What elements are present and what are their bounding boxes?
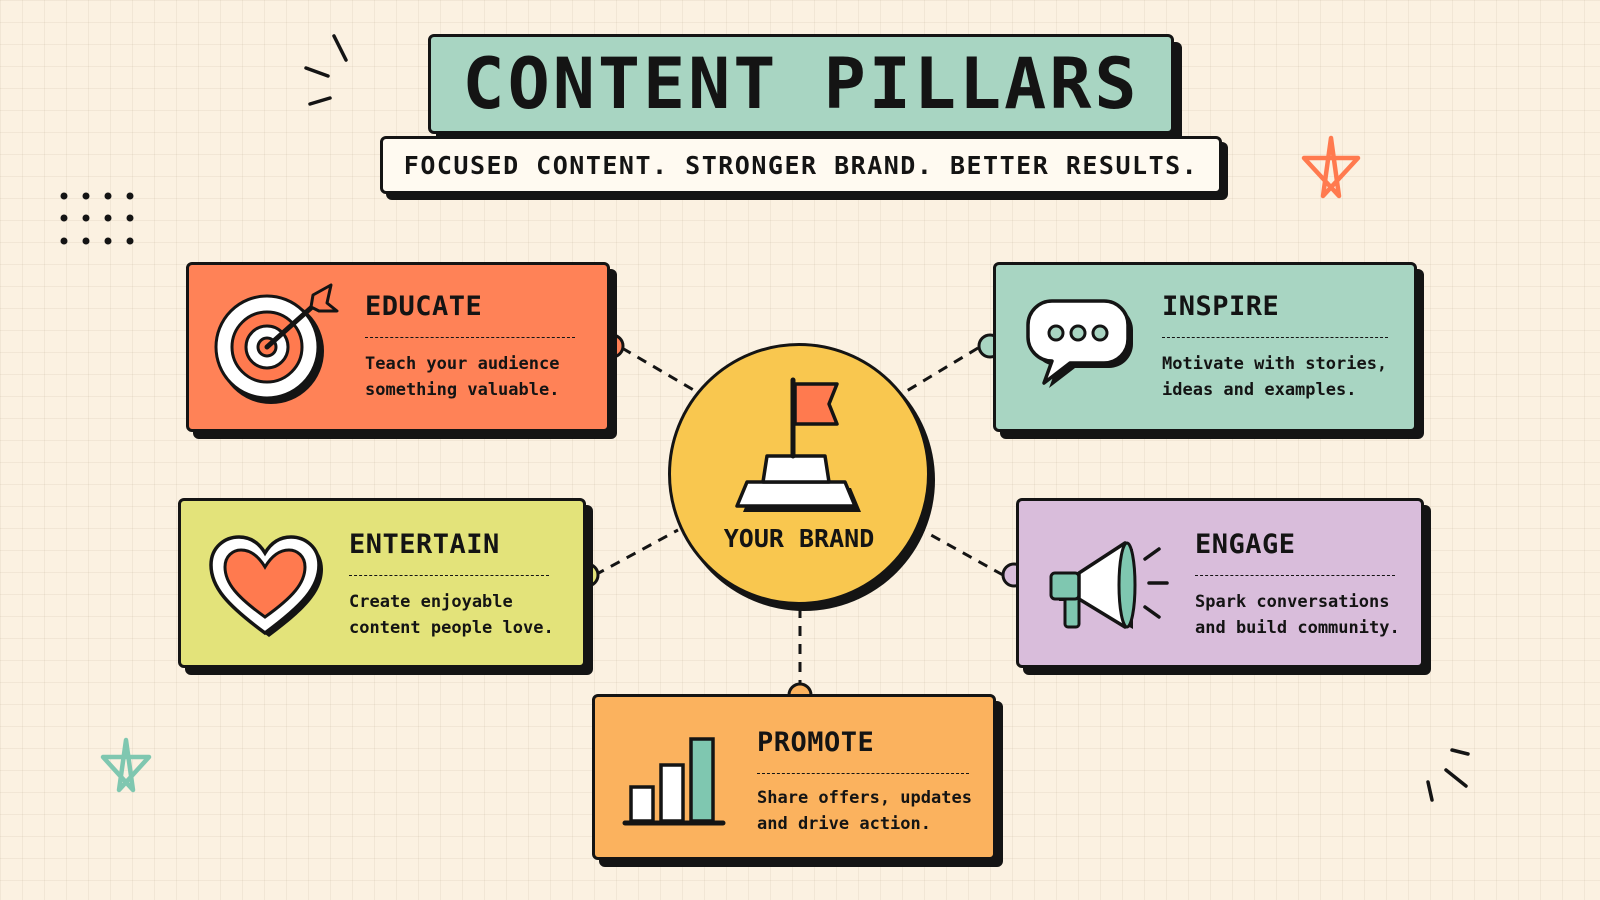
- star-teal-icon: [100, 737, 152, 793]
- megaphone-icon: [1049, 541, 1169, 629]
- sparkle-lines-bottom-right-icon: [1426, 748, 1470, 802]
- pillar-card-promote: PROMOTE Share offers, updates and drive …: [592, 694, 996, 860]
- page-title: CONTENT PILLARS: [462, 43, 1140, 125]
- brand-hub-circle: YOUR BRAND: [668, 343, 930, 605]
- pillar-card-inspire: INSPIRE Motivate with stories, ideas and…: [993, 262, 1417, 432]
- pillar-description-line-1: Create enjoyable: [349, 592, 513, 612]
- pillar-title: ENTERTAIN: [349, 529, 500, 560]
- pillar-divider: [757, 773, 969, 774]
- pillar-description-line-2: something valuable.: [365, 380, 560, 400]
- pillar-description-line-1: Share offers, updates: [757, 788, 972, 808]
- dot-grid-icon: [60, 192, 134, 245]
- bar-chart-icon: [622, 737, 726, 826]
- pillar-divider: [1162, 337, 1388, 338]
- speech-bubble-icon: [1026, 299, 1133, 388]
- sparkle-lines-top-left-icon: [304, 34, 348, 106]
- pillar-card-engage: ENGAGE Spark conversations and build com…: [1016, 498, 1424, 668]
- pillar-card-educate: EDUCATE Teach your audience something va…: [186, 262, 610, 432]
- pillar-title: ENGAGE: [1195, 529, 1296, 560]
- pillar-divider: [365, 337, 575, 338]
- pillar-title: PROMOTE: [757, 727, 875, 758]
- subtitle-banner: FOCUSED CONTENT. STRONGER BRAND. BETTER …: [380, 136, 1222, 194]
- flag-on-podium-icon: [735, 377, 861, 512]
- pillar-divider: [349, 575, 549, 576]
- pillar-description-line-2: and drive action.: [757, 814, 931, 834]
- page-subtitle: FOCUSED CONTENT. STRONGER BRAND. BETTER …: [403, 150, 1199, 180]
- target-arrow-icon: [214, 283, 339, 404]
- pillar-description-line-2: ideas and examples.: [1162, 380, 1357, 400]
- pillar-description-line-1: Spark conversations: [1195, 592, 1390, 612]
- star-orange-icon: [1301, 135, 1361, 199]
- pillar-divider: [1195, 575, 1395, 576]
- brand-hub-label: YOUR BRAND: [723, 524, 875, 553]
- pillar-title: INSPIRE: [1162, 291, 1280, 322]
- pillar-card-entertain: ENTERTAIN Create enjoyable content peopl…: [178, 498, 586, 668]
- heart-icon: [209, 535, 323, 637]
- pillar-title: EDUCATE: [365, 291, 483, 322]
- pillar-description-line-2: and build community.: [1195, 618, 1400, 638]
- title-banner: CONTENT PILLARS: [428, 34, 1174, 134]
- pillar-description-line-1: Motivate with stories,: [1162, 354, 1388, 374]
- pillar-description-line-1: Teach your audience: [365, 354, 560, 374]
- pillar-description-line-2: content people love.: [349, 618, 554, 638]
